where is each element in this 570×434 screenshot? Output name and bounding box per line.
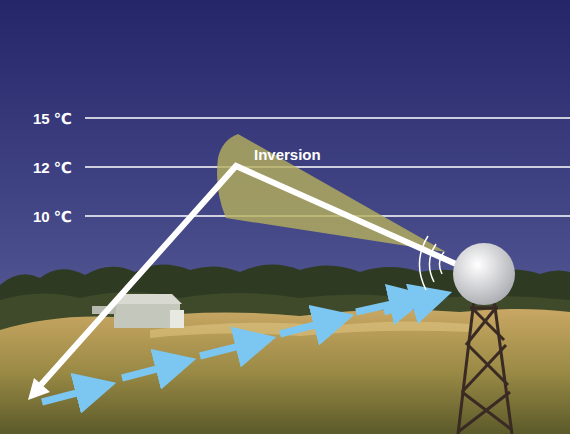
isotherm-line: [85, 117, 570, 119]
inversion-label: Inversion: [254, 147, 321, 162]
radar-tower: [458, 300, 512, 434]
ground: [0, 309, 570, 434]
radar-dome: [453, 243, 515, 305]
return-arrows: [42, 298, 432, 402]
temperature-label: 15 ℃: [33, 111, 72, 126]
ray-path: [38, 166, 456, 388]
radar-beam: [217, 134, 446, 252]
temperature-label: 10 ℃: [33, 209, 72, 224]
signal-waves: [419, 236, 444, 290]
temperature-label: 12 ℃: [33, 160, 72, 175]
isotherm-line: [85, 166, 570, 168]
ray-arrowhead: [28, 378, 50, 400]
